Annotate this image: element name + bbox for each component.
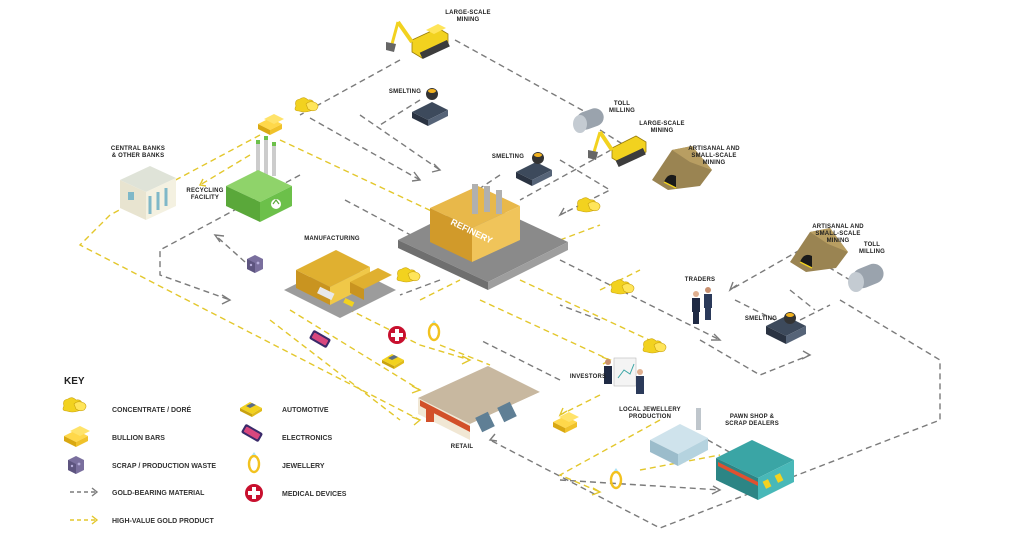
legend-gray-arrow-icon bbox=[70, 487, 99, 497]
recycling-building-icon bbox=[226, 136, 292, 222]
svg-text:RETAIL: RETAIL bbox=[451, 444, 474, 450]
svg-text:CENTRAL BANKS& OTHER BANKS: CENTRAL BANKS& OTHER BANKS bbox=[111, 146, 165, 159]
legend-ring-icon bbox=[247, 450, 261, 474]
refinery-building-icon: REFINERY bbox=[398, 184, 568, 290]
bullion-bars-icon bbox=[258, 114, 284, 135]
legend-yellow-arrow-label: HIGH-VALUE GOLD PRODUCT bbox=[112, 518, 214, 525]
excavator-icon bbox=[386, 20, 450, 60]
pawn-shop: PAWN SHOP &SCRAP DEALERS bbox=[716, 414, 794, 500]
legend-electronics-label: ELECTRONICS bbox=[282, 435, 333, 442]
concentrate-dore-icon bbox=[396, 267, 421, 283]
retail: RETAIL bbox=[418, 366, 540, 450]
refinery: REFINERY bbox=[398, 184, 568, 290]
smelter-icon bbox=[516, 152, 552, 186]
medical-cross-icon bbox=[388, 326, 406, 344]
pawn-shop-building-icon bbox=[716, 440, 794, 500]
smelter-icon bbox=[766, 312, 806, 344]
legend-scrap-icon bbox=[68, 456, 84, 474]
legend-concentrate-icon bbox=[62, 397, 87, 413]
legend-phone-icon bbox=[240, 423, 264, 443]
mill-drum-icon bbox=[573, 108, 604, 133]
legend-concentrate-label: CONCENTRATE / DORÉ bbox=[112, 405, 192, 414]
smelting-mid: SMELTING bbox=[492, 152, 552, 186]
smelting-top: SMELTING bbox=[389, 88, 448, 126]
concentrate-dore-icon bbox=[294, 97, 319, 113]
svg-text:INVESTORS: INVESTORS bbox=[570, 374, 606, 380]
concentrate-dore-icon bbox=[642, 338, 667, 354]
jewellery-workshop-icon bbox=[650, 408, 708, 466]
key-legend: KEY CONCENTRATE / DORÉ BULLION BARS SCRA… bbox=[62, 376, 347, 525]
svg-text:TRADERS: TRADERS bbox=[685, 277, 715, 283]
concentrate-dore-icon bbox=[576, 197, 601, 213]
svg-text:SMELTING: SMELTING bbox=[492, 154, 524, 160]
bank-building-icon bbox=[120, 166, 176, 220]
svg-text:SMELTING: SMELTING bbox=[745, 316, 777, 322]
legend-medical-icon bbox=[245, 484, 263, 502]
high-value-flows bbox=[78, 134, 721, 493]
ring-icon bbox=[609, 466, 623, 490]
traders-people-icon bbox=[692, 287, 712, 324]
svg-text:MANUFACTURING: MANUFACTURING bbox=[304, 236, 360, 242]
manufacturing: MANUFACTURING bbox=[284, 236, 396, 318]
mine-mound-icon bbox=[652, 146, 712, 190]
traders: TRADERS bbox=[685, 277, 715, 324]
legend-automotive-label: AUTOMOTIVE bbox=[282, 407, 329, 414]
gold-bearing-flows bbox=[159, 39, 941, 529]
ring-icon bbox=[427, 318, 441, 342]
legend-jewellery-label: JEWELLERY bbox=[282, 463, 325, 470]
car-icon bbox=[382, 354, 404, 369]
retail-store-icon bbox=[418, 366, 540, 440]
mill-drum-icon bbox=[848, 263, 884, 292]
investors-presentation-icon bbox=[604, 357, 644, 394]
investors: INVESTORS bbox=[570, 357, 644, 394]
concentrate-dore-icon bbox=[610, 279, 635, 295]
excavator-icon bbox=[588, 130, 647, 168]
legend-gray-arrow-label: GOLD-BEARING MATERIAL bbox=[112, 490, 205, 497]
key-title: KEY bbox=[64, 376, 85, 387]
legend-yellow-arrow-icon bbox=[70, 515, 99, 525]
legend-scrap-label: SCRAP / PRODUCTION WASTE bbox=[112, 463, 216, 470]
scrap-icon bbox=[247, 255, 263, 273]
legend-bullion-label: BULLION BARS bbox=[112, 435, 165, 442]
factory-icon bbox=[284, 250, 396, 318]
svg-text:SMELTING: SMELTING bbox=[389, 89, 421, 95]
smelting-right: SMELTING bbox=[745, 312, 806, 344]
legend-bullion-icon bbox=[64, 426, 90, 447]
svg-text:PAWN SHOP &SCRAP DEALERS: PAWN SHOP &SCRAP DEALERS bbox=[725, 414, 779, 427]
gold-bearing-arrowheads bbox=[213, 111, 812, 495]
bullion-bars-icon bbox=[553, 412, 579, 433]
central-banks: CENTRAL BANKS& OTHER BANKS bbox=[111, 146, 176, 220]
mine-mound-icon bbox=[790, 228, 848, 272]
legend-medical-label: MEDICAL DEVICES bbox=[282, 491, 347, 498]
legend-car-icon bbox=[240, 402, 262, 417]
smelter-icon bbox=[412, 88, 448, 126]
